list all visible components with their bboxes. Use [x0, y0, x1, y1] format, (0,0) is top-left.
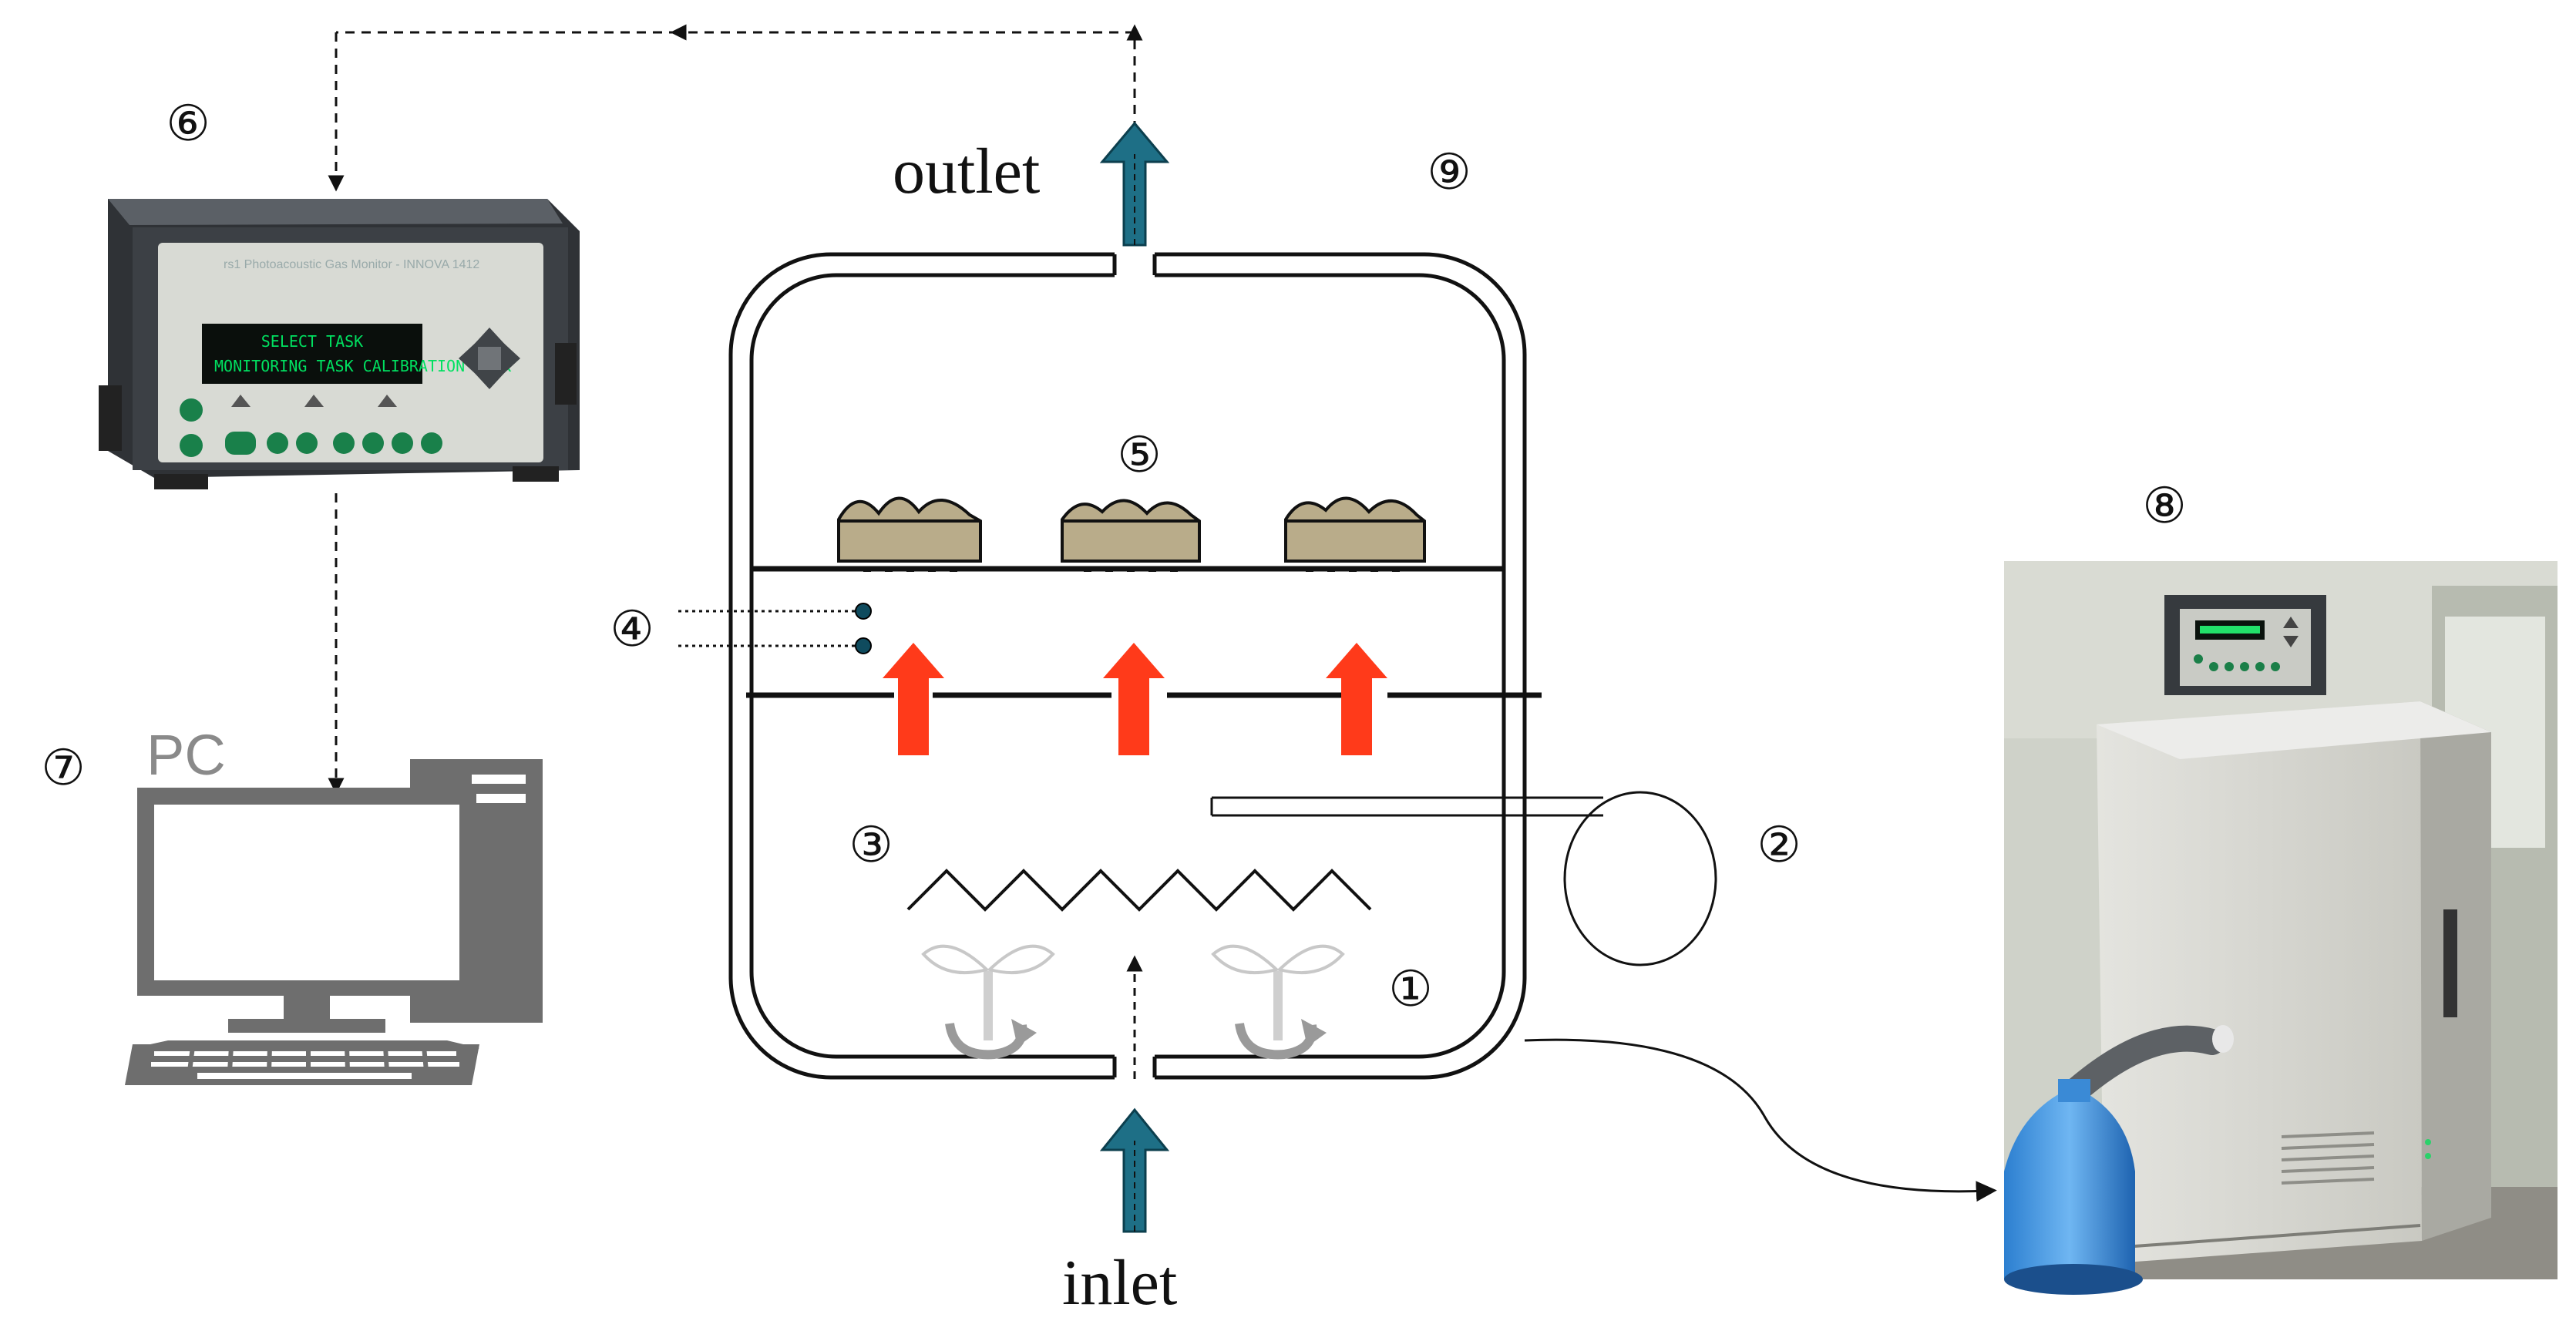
heat-arrow-icon [1326, 643, 1387, 755]
incubator-chamber-photo-icon [2004, 561, 2558, 1295]
fan-right-icon [1211, 944, 1345, 1060]
coiled-pipe-icon [1210, 791, 1717, 966]
marker-5: ⑤ [1117, 427, 1161, 482]
marker-9: ⑨ [1427, 144, 1471, 200]
heat-arrows [883, 643, 1387, 755]
marker-2: ② [1757, 817, 1801, 872]
outlet-flow-arrow-icon [1099, 121, 1170, 247]
heat-arrow-icon [883, 643, 944, 755]
marker-6: ⑥ [166, 96, 210, 151]
fan-left-icon [921, 944, 1055, 1060]
marker-7: ⑦ [41, 740, 85, 795]
sample-left [837, 496, 982, 572]
desktop-computer-icon: PC [125, 723, 543, 1085]
sample-middle [1061, 499, 1201, 572]
outlet-label: outlet [893, 136, 1040, 207]
sensors [678, 603, 872, 654]
sample-right [1284, 496, 1426, 572]
inlet-flow-arrow-icon [1099, 1107, 1170, 1233]
pc-label: PC [146, 723, 226, 787]
incubation-chamber [728, 245, 1527, 1087]
sensor-dot-icon [855, 637, 872, 654]
zigzag-heater-icon [906, 869, 1372, 912]
connection-curve [1524, 1038, 1997, 1202]
gas-analyzer-device-icon: SELECT TASK MONITORING TASK CALIBRATION … [99, 199, 580, 489]
svg-text:rs1 Photoacoustic Gas Monito: rs1 Photoacoustic Gas Monitor - INNOVA 1… [224, 258, 479, 271]
sensor-dot-icon [855, 603, 872, 620]
marker-3: ③ [849, 817, 893, 872]
heat-arrow-icon [1103, 643, 1165, 755]
svg-text:SELECT TASK: SELECT TASK [261, 332, 363, 351]
marker-4: ④ [610, 601, 654, 657]
marker-1: ① [1388, 961, 1432, 1017]
dashed-connection-lines [328, 24, 1143, 795]
marker-8: ⑧ [2142, 478, 2186, 533]
inlet-label: inlet [1062, 1247, 1177, 1319]
soil-samples [837, 496, 1426, 572]
